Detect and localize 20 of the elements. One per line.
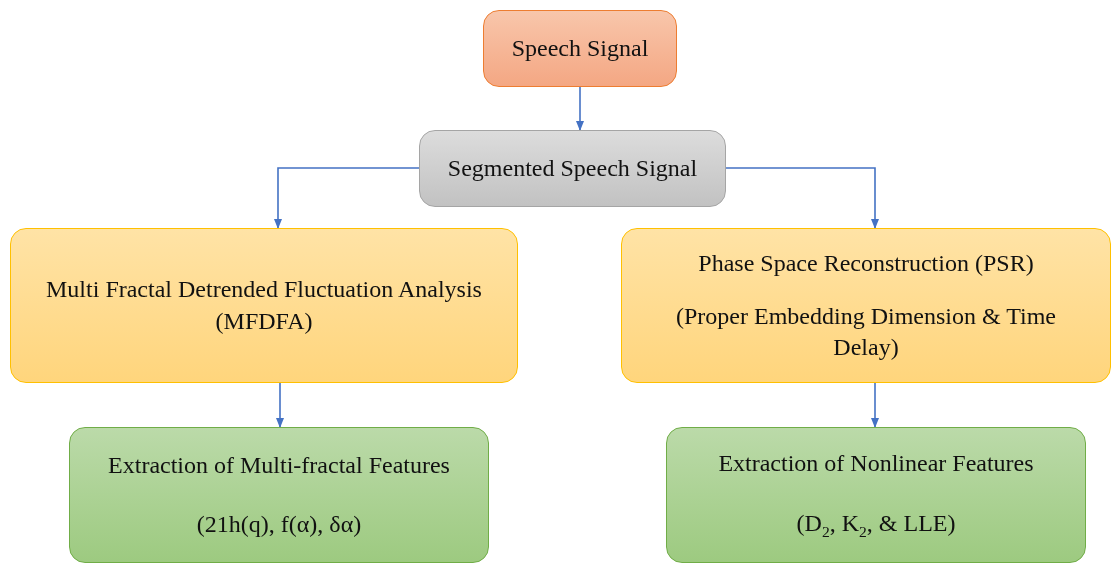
- process-box: [419, 130, 726, 207]
- box-text: (Proper Embedding Dimension & Time Delay): [675, 301, 1057, 363]
- box-text: (D$_{2}$, K$_{2}$, & LLE): [796, 508, 956, 542]
- arrow: [576, 86, 584, 131]
- box-text: Extraction of Multi-fractal Features: [108, 450, 450, 480]
- box-text: Phase Space Reconstruction (PSR): [698, 248, 1034, 278]
- box-text: Segmented Speech Signal: [447, 153, 698, 183]
- arrow: [276, 382, 284, 428]
- arrow: [725, 167, 879, 229]
- arrow: [274, 167, 420, 229]
- process-box: [10, 228, 518, 383]
- process-box: [483, 10, 677, 87]
- process-box: [69, 427, 489, 563]
- process-box: [666, 427, 1086, 563]
- box-text: Multi Fractal Detrended Fluctuation Analysis (MFDFA): [45, 275, 483, 336]
- box-text: Speech Signal: [511, 33, 649, 63]
- box-text: Extraction of Nonlinear Features: [718, 449, 1034, 479]
- process-box: [621, 228, 1111, 383]
- arrow: [871, 382, 879, 428]
- box-text: (21h(q), f(α), δα): [196, 510, 362, 539]
